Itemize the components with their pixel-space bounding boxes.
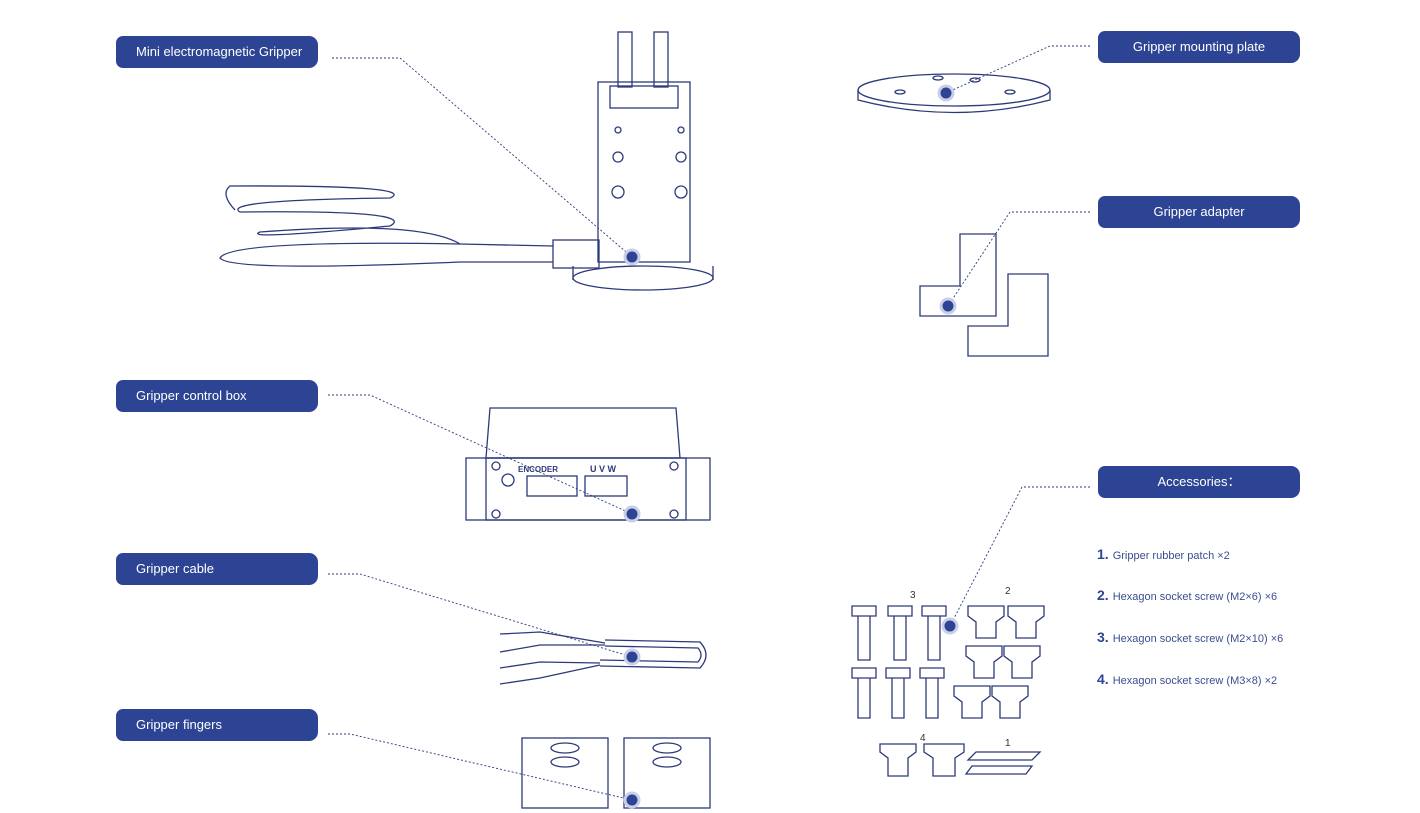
accessory-text: Hexagon socket screw (M2×6) ×6: [1112, 591, 1278, 603]
accessory-number: 3.: [1097, 629, 1109, 645]
mounting-plate-drawing: [857, 73, 1051, 114]
accessory-number: 2.: [1097, 587, 1109, 603]
part-number-4: 4: [920, 733, 926, 744]
label-accessories: Accessories：: [1098, 466, 1300, 498]
fingers-drawing: [521, 737, 711, 809]
marker-dot: [623, 505, 641, 523]
cable-drawing: [499, 631, 707, 685]
uvw-text: U V W: [590, 464, 617, 474]
rubber-patches: [964, 751, 1042, 775]
part-number-2: 2: [1005, 586, 1011, 597]
label-control-box: Gripper control box: [116, 380, 318, 412]
accessory-item-4: 4.Hexagon socket screw (M3×8) ×2: [1097, 671, 1277, 687]
screws-m3x8: [879, 743, 965, 777]
accessory-text: Hexagon socket screw (M3×8) ×2: [1112, 675, 1278, 687]
marker-dot: [941, 617, 959, 635]
label-cable: Gripper cable: [116, 553, 318, 585]
accessory-number: 1.: [1097, 546, 1109, 562]
adapter-drawing: [919, 233, 1049, 357]
accessory-text: Gripper rubber patch ×2: [1112, 550, 1230, 562]
screws-m2x10: [851, 605, 947, 719]
screws-m2x6: [953, 605, 1045, 719]
part-number-1: 1: [1005, 738, 1011, 749]
control-box-drawing: [465, 407, 711, 521]
accessory-item-3: 3.Hexagon socket screw (M2×10) ×6: [1097, 629, 1283, 645]
marker-dot: [623, 791, 641, 809]
accessories-drawing: [851, 605, 1045, 777]
accessory-item-1: 1.Gripper rubber patch ×2: [1097, 546, 1230, 562]
accessory-item-2: 2.Hexagon socket screw (M2×6) ×6: [1097, 587, 1277, 603]
label-mounting-plate: Gripper mounting plate: [1098, 31, 1300, 63]
accessory-number: 4.: [1097, 671, 1109, 687]
encoder-text: ENCODER: [518, 465, 558, 474]
marker-dot: [623, 648, 641, 666]
marker-dot: [939, 297, 957, 315]
marker-dot: [937, 84, 955, 102]
leader-lines: [328, 45, 1090, 801]
label-fingers: Gripper fingers: [116, 709, 318, 741]
part-number-3: 3: [910, 590, 916, 601]
label-adapter: Gripper adapter: [1098, 196, 1300, 228]
marker-dot: [623, 248, 641, 266]
mini-gripper-drawing: [219, 31, 714, 291]
accessory-text: Hexagon socket screw (M2×10) ×6: [1112, 633, 1284, 645]
label-mini-gripper: Mini electromagnetic Gripper: [116, 36, 318, 68]
